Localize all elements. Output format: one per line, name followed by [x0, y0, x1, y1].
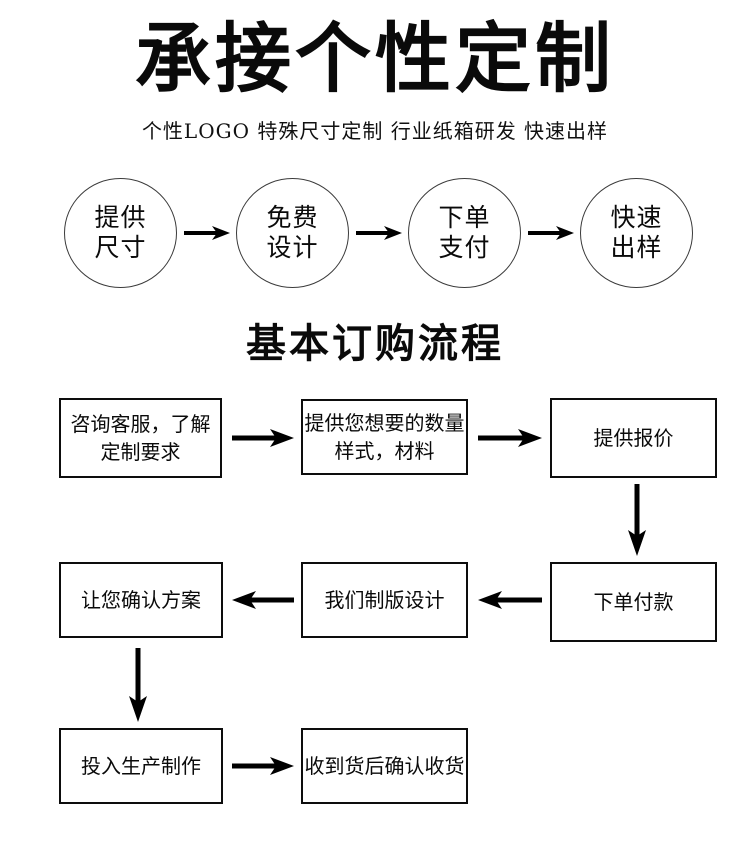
circle-step-label: 提供 尺寸	[94, 203, 147, 262]
flow-box-confirm-receipt: 收到货后确认收货	[301, 728, 468, 804]
circle-step-label: 下单 支付	[438, 203, 491, 262]
flow-box-label: 下单付款	[593, 590, 674, 614]
flow-box-order-pay: 下单付款	[550, 562, 717, 642]
page-subtitle: 个性LOGO 特殊尺寸定制 行业纸箱研发 快速出样	[141, 119, 609, 143]
arrow-left-icon	[232, 590, 294, 610]
arrow-right-icon	[184, 226, 230, 240]
circle-step-order-payment: 下单 支付	[408, 178, 521, 288]
flow-box-label: 投入生产制作	[81, 754, 201, 778]
flow-box-start-production: 投入生产制作	[59, 728, 223, 804]
flow-box-label: 我们制版设计	[324, 588, 445, 612]
flow-box-label: 提供报价	[593, 426, 674, 450]
flow-box-label: 提供您想要的数量 样式，材料	[304, 411, 465, 463]
flow-box-plate-design: 我们制版设计	[301, 562, 468, 638]
arrow-down-icon	[627, 484, 647, 556]
circle-step-row: 提供 尺寸 免费 设计 下单 支付 快速	[0, 178, 750, 293]
flow-box-confirm-plan: 让您确认方案	[59, 562, 223, 638]
circle-step-fast-sample: 快速 出样	[580, 178, 693, 288]
circle-step-provide-size: 提供 尺寸	[64, 178, 177, 288]
circle-step-free-design: 免费 设计	[236, 178, 349, 288]
arrow-right-icon	[232, 428, 294, 448]
flow-box-provide-quote: 提供报价	[550, 398, 717, 478]
arrow-right-icon	[356, 226, 402, 240]
circle-step-label: 快速 出样	[610, 203, 663, 262]
arrow-left-icon	[478, 590, 542, 610]
arrow-right-icon	[478, 428, 542, 448]
flow-box-label: 咨询客服，了解 定制要求	[70, 412, 211, 464]
flow-box-label: 收到货后确认收货	[304, 754, 465, 778]
flow-box-label: 让您确认方案	[81, 588, 201, 612]
arrow-down-icon	[128, 648, 148, 722]
arrow-right-icon	[232, 756, 294, 776]
page-title: 承接个性定制	[135, 14, 615, 103]
circle-step-label: 免费 设计	[266, 203, 319, 262]
flow-box-provide-details: 提供您想要的数量 样式，材料	[301, 399, 468, 475]
section-title: 基本订购流程	[246, 320, 504, 367]
arrow-right-icon	[528, 226, 574, 240]
flow-box-consult-service: 咨询客服，了解 定制要求	[59, 398, 222, 478]
